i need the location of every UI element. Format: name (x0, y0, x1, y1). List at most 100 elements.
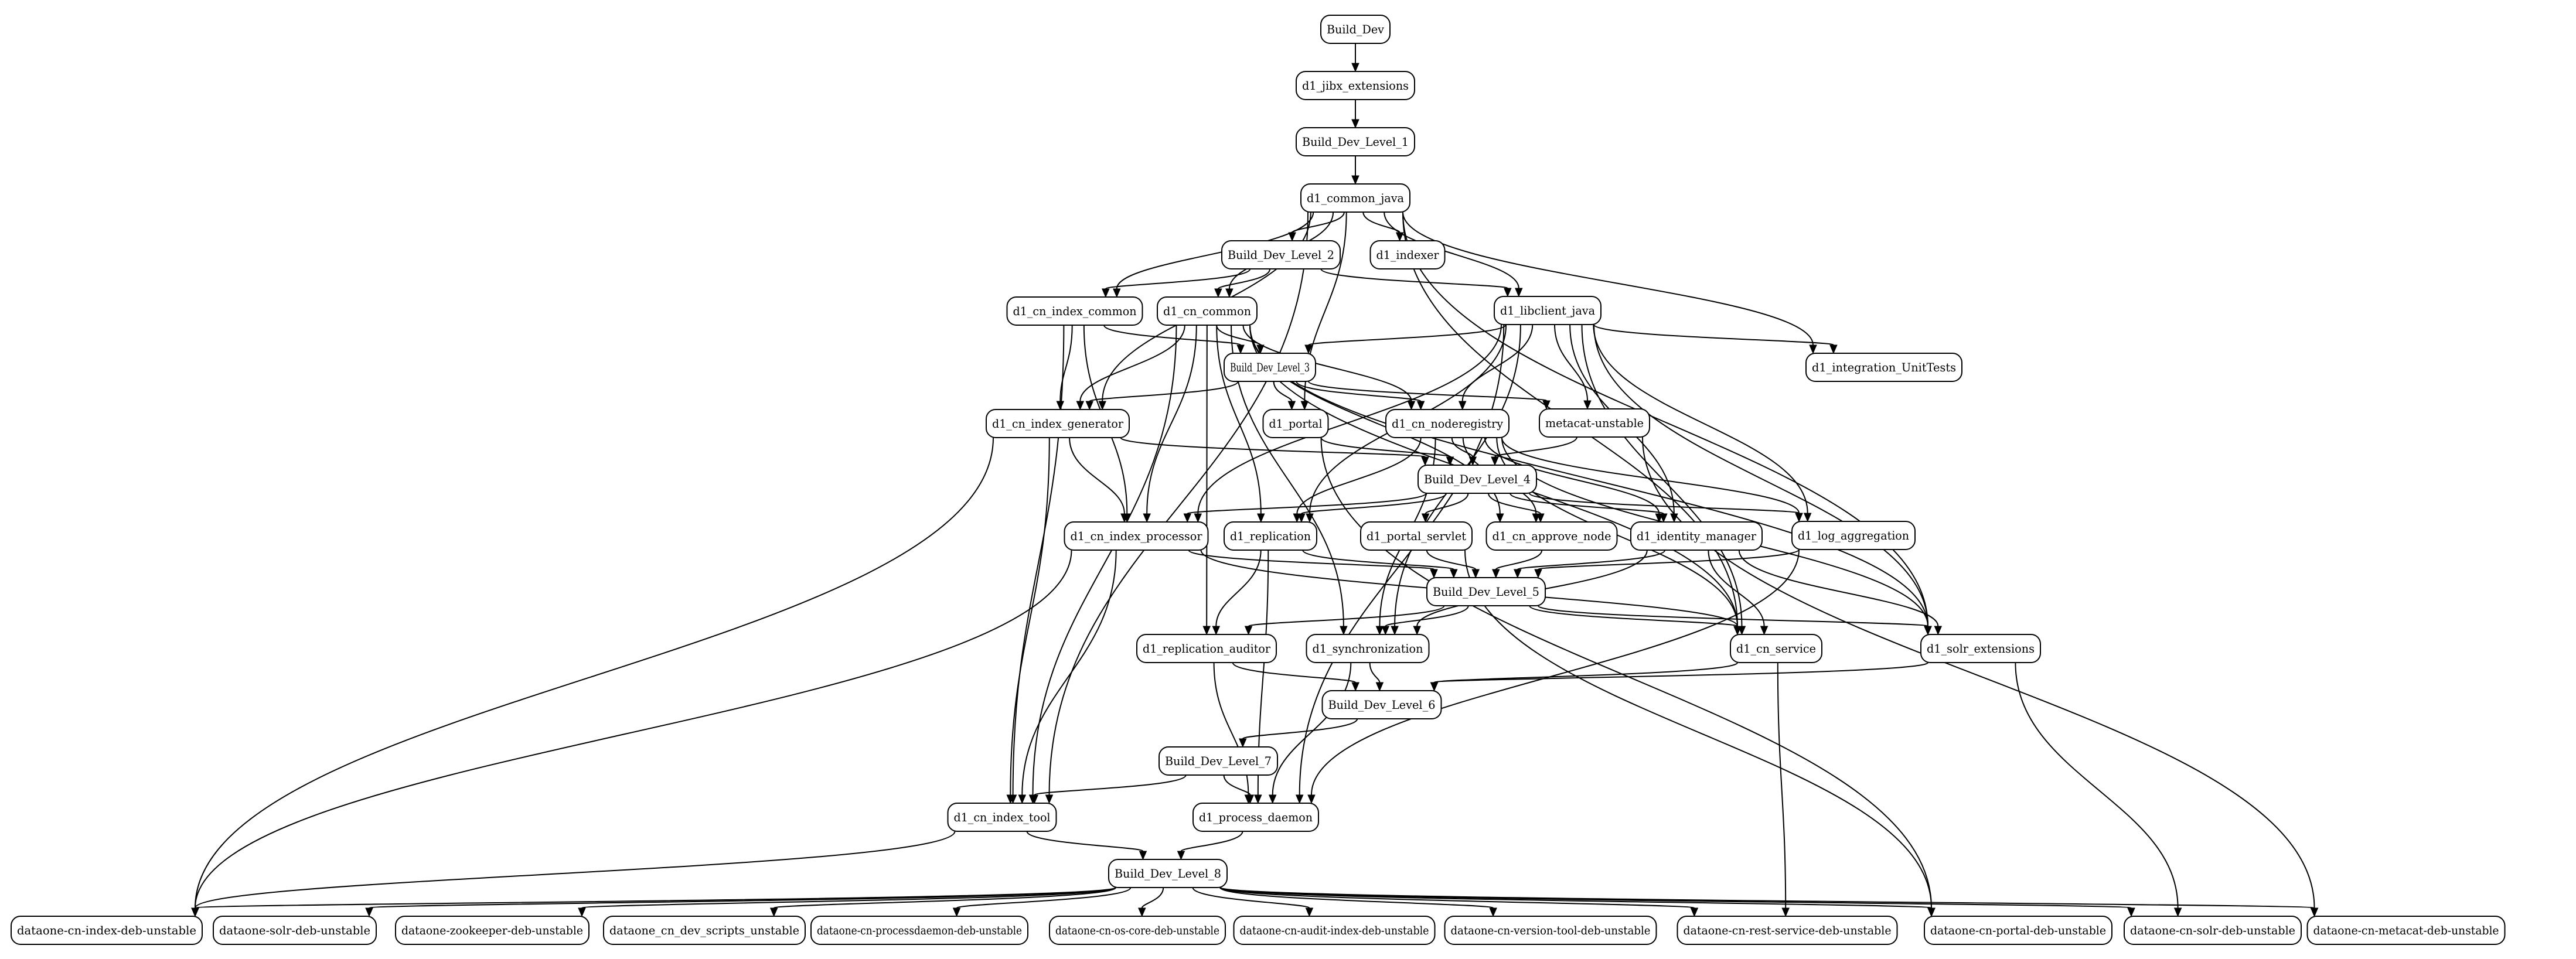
node-build-dev-level-6[interactable]: Build_Dev_Level_6 (1321, 690, 1442, 719)
edge-line (1141, 887, 1164, 909)
node-metacat-unstable[interactable]: metacat-unstable (1539, 408, 1650, 438)
node-d1-solr-extensions[interactable]: d1_solr_extensions (1920, 634, 2041, 663)
edge-line (1197, 324, 1502, 514)
node-build-dev-level-1[interactable]: Build_Dev_Level_1 (1296, 127, 1415, 156)
node-dataone-cn-solr-deb-unstable[interactable]: dataone-cn-solr-deb-unstable (2124, 916, 2302, 945)
node-build-dev[interactable]: Build_Dev (1320, 15, 1391, 44)
arrowhead-icon (1244, 626, 1253, 636)
edge-line (1048, 211, 1309, 796)
node-d1-cn-noderegistry[interactable]: d1_cn_noderegistry (1385, 409, 1510, 438)
nodes-layer: Build_Dev d1_jibx_extensionsBuild_Dev_Lev… (11, 15, 2506, 945)
node-dataone-solr-deb-unstable[interactable]: dataone-solr-deb-unstable (213, 916, 377, 945)
node-d1-cn-index-common[interactable]: d1_cn_index_common (1006, 296, 1143, 326)
node-build-dev-level-5[interactable]: Build_Dev_Level_5 (1426, 577, 1546, 606)
node-dataone-cn-processdaemon-deb-unstable[interactable]: dataone-cn-processdaemon-deb-unstable (810, 916, 1028, 945)
node-d1-indexer[interactable]: d1_indexer (1369, 240, 1446, 269)
edge-line (1180, 831, 1243, 852)
node-dataone-cn-version-tool-deb-unstable[interactable]: dataone-cn-version-tool-deb-unstable (1444, 916, 1657, 945)
node-d1-cn-index-processor[interactable]: d1_cn_index_processor (1064, 521, 1209, 551)
arrowhead-icon (1297, 513, 1306, 523)
node-d1-cn-index-generator[interactable]: d1_cn_index_generator (986, 409, 1130, 438)
edge-d1-portal-servlet-to-build-dev-level-5 (1426, 550, 1480, 579)
node-dataone-cn-dev-scripts-unstable[interactable]: dataone_cn_dev_scripts_unstable (603, 916, 806, 945)
edge-line (1219, 887, 1695, 909)
arrowhead-icon (2310, 907, 2319, 917)
node-build-dev-level-3[interactable]: Build_Dev_Level_3 (1224, 353, 1316, 382)
node-d1-jibx-extensions[interactable]: d1_jibx_extensions (1296, 71, 1415, 100)
node-box (213, 916, 377, 945)
arrowhead-icon (1489, 907, 1497, 917)
arrowhead-icon (1924, 626, 1932, 636)
node-box (1192, 803, 1319, 832)
edge-d1-cn-index-tool-to-build-dev-level-8 (1026, 831, 1147, 861)
arrowhead-icon (1202, 626, 1211, 636)
node-d1-cn-index-tool[interactable]: d1_cn_index_tool (947, 803, 1057, 832)
edge-build-dev-level-5-to-d1-solr-extensions (1538, 605, 1932, 636)
node-d1-integration-unittests[interactable]: d1_integration_UnitTests (1805, 353, 1962, 382)
edge-build-dev-level-8-to-dataone-cn-processdaemon-deb-unstable (952, 887, 1132, 917)
node-build-dev-level-2[interactable]: Build_Dev_Level_2 (1221, 240, 1341, 269)
node-d1-log-aggregation[interactable]: d1_log_aggregation (1791, 521, 1916, 550)
node-build-dev-level-8[interactable]: Build_Dev_Level_8 (1108, 859, 1228, 888)
edge-d1-libclient-java-to-metacat-unstable (1554, 324, 1592, 410)
node-dataone-cn-metacat-deb-unstable[interactable]: dataone-cn-metacat-deb-unstable (2306, 916, 2506, 945)
arrowhead-icon (1504, 288, 1512, 298)
node-label: Build_Dev_Level_3 (1230, 360, 1310, 374)
edge-line (1320, 437, 1932, 909)
node-dataone-zookeeper-deb-unstable[interactable]: dataone-zookeeper-deb-unstable (395, 916, 590, 945)
node-d1-libclient-java[interactable]: d1_libclient_java (1494, 296, 1602, 325)
node-box (1108, 859, 1228, 888)
node-d1-cn-common[interactable]: d1_cn_common (1157, 296, 1258, 326)
node-dataone-cn-rest-service-deb-unstable[interactable]: dataone-cn-rest-service-deb-unstable (1677, 916, 1898, 945)
arrowhead-icon (1381, 626, 1390, 636)
node-label: d1_common_java (1307, 191, 1404, 205)
node-dataone-cn-os-core-deb-unstable[interactable]: dataone-cn-os-core-deb-unstable (1049, 916, 1226, 945)
node-d1-replication-auditor[interactable]: d1_replication_auditor (1136, 634, 1277, 663)
node-label: d1_synchronization (1313, 641, 1423, 656)
node-dataone-cn-index-deb-unstable[interactable]: dataone-cn-index-deb-unstable (11, 916, 203, 945)
edge-line (1215, 550, 1262, 627)
edge-build-dev-level-8-to-dataone-cn-os-core-deb-unstable (1138, 887, 1164, 917)
node-d1-cn-approve-node[interactable]: d1_cn_approve_node (1485, 521, 1618, 551)
node-d1-common-java[interactable]: d1_common_java (1300, 183, 1410, 213)
node-d1-portal-servlet[interactable]: d1_portal_servlet (1360, 521, 1473, 551)
edge-line (1120, 437, 1426, 458)
node-box (1791, 521, 1916, 550)
node-box (1385, 409, 1510, 438)
edge-d1-identity-manager-to-d1-cn-service (1708, 550, 1769, 636)
edge-build-dev-level-5-to-d1-replication-auditor (1244, 605, 1445, 636)
node-dataone-cn-portal-deb-unstable[interactable]: dataone-cn-portal-deb-unstable (1924, 916, 2112, 945)
arrowhead-icon (1375, 682, 1384, 692)
node-label: dataone-cn-rest-service-deb-unstable (1684, 923, 1892, 937)
node-label: d1_solr_extensions (1927, 641, 2035, 656)
arrowhead-icon (1416, 401, 1425, 411)
edge-d1-replication-auditor-to-build-dev-level-6 (1232, 662, 1359, 692)
node-label: d1_replication (1230, 529, 1311, 543)
node-build-dev-level-7[interactable]: Build_Dev_Level_7 (1158, 746, 1278, 776)
arrowhead-icon (578, 907, 586, 917)
arrowhead-icon (1471, 569, 1480, 579)
edge-line (1538, 605, 1928, 627)
node-d1-process-daemon[interactable]: d1_process_daemon (1192, 803, 1319, 832)
node-label: Build_Dev_Level_4 (1424, 472, 1531, 486)
edge-line (1311, 549, 1800, 796)
node-d1-cn-service[interactable]: d1_cn_service (1730, 634, 1822, 663)
node-build-dev-level-4[interactable]: Build_Dev_Level_4 (1418, 465, 1537, 494)
edge-build-dev-level-4-to-d1-replication (1297, 493, 1447, 523)
node-d1-portal[interactable]: d1_portal (1262, 409, 1329, 438)
edge-d1-common-java-to-d1-integration-unittests (1402, 211, 1817, 354)
arrowhead-icon (1760, 626, 1769, 636)
edge-d1-cn-index-processor-to-d1-cn-index-tool (1018, 550, 1117, 804)
edge-line (1302, 550, 1454, 570)
node-d1-synchronization[interactable]: d1_synchronization (1306, 634, 1430, 663)
edge-line (1146, 325, 1197, 514)
node-d1-replication[interactable]: d1_replication (1224, 521, 1317, 551)
edge-d1-cn-index-common-to-build-dev-level-3 (1103, 325, 1245, 354)
edge-line (1494, 436, 1577, 458)
edge-line (1369, 662, 1381, 683)
node-box (1224, 521, 1317, 551)
node-d1-identity-manager[interactable]: d1_identity_manager (1630, 521, 1763, 551)
edge-line (1581, 324, 1743, 627)
node-dataone-cn-audit-index-deb-unstable[interactable]: dataone-cn-audit-index-deb-unstable (1233, 916, 1436, 945)
